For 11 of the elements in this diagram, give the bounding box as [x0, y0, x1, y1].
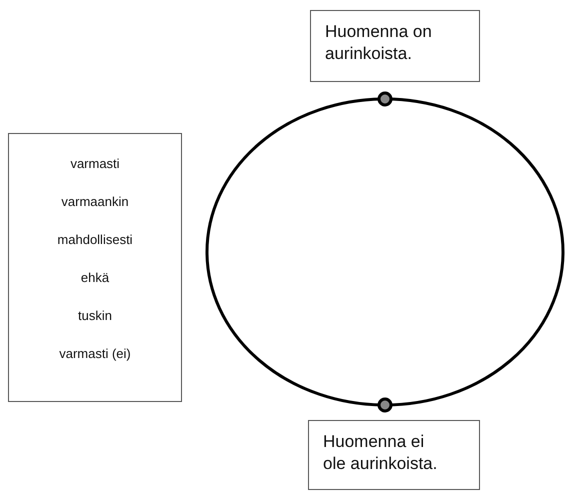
scale-term: varmasti (ei) [58, 346, 132, 361]
scale-term: tuskin [77, 308, 113, 323]
scale-box [8, 133, 182, 402]
scale-term: varmasti [69, 156, 121, 171]
scale-term: mahdollisesti [56, 232, 134, 247]
statement-box [310, 10, 480, 82]
scale-term: varmaankin [60, 194, 130, 209]
statement-text: Huomenna on aurinkoista. [325, 21, 433, 65]
statement-text: Huomenna ei ole aurinkoista. [323, 431, 438, 475]
statement-box [308, 420, 480, 490]
scale-term: ehkä [80, 270, 110, 285]
